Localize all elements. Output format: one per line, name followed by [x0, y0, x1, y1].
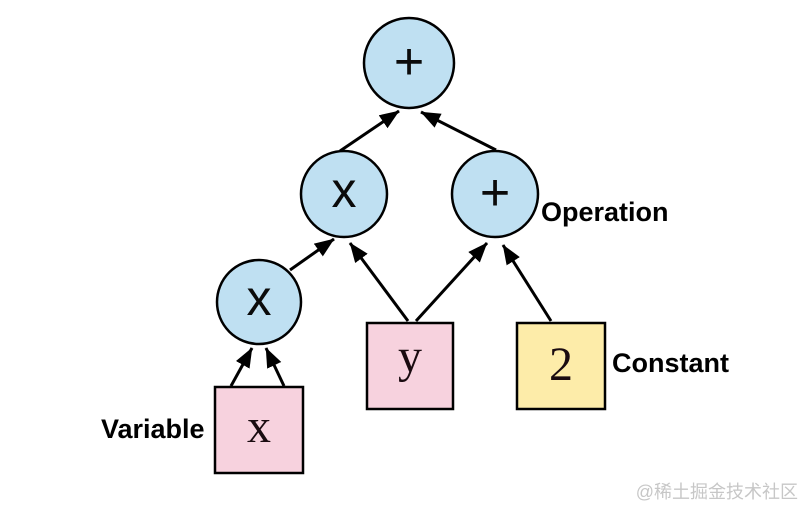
var-y-label: y [398, 330, 422, 383]
constant-annotation: Constant [612, 348, 729, 378]
root-plus-circle [362, 16, 456, 110]
edge-var-y-to-add [414, 241, 489, 323]
node-mul-lower: x [215, 258, 303, 346]
add-right-circle [450, 149, 540, 239]
const-2-square [515, 321, 607, 411]
node-mul-upper: x [299, 149, 389, 239]
watermark: @稀土掘金技术社区 [636, 482, 798, 502]
operation-annotation: Operation [541, 197, 669, 227]
edge-var-x-to-mul-lower-right [264, 347, 286, 387]
variable-annotation: Variable [101, 414, 205, 444]
mul-lower-circle [215, 258, 303, 346]
edge-var-x-to-mul-lower-left [229, 347, 254, 387]
mul-lower-label: x [247, 270, 272, 326]
var-y-square [365, 321, 455, 411]
mul-upper-circle [299, 149, 389, 239]
edge-mul-lower-to-mul-upper [289, 237, 335, 272]
const-2-label: 2 [549, 338, 573, 391]
edge-add-to-root [420, 110, 497, 152]
node-const-2: 2 [515, 321, 607, 411]
node-add-right: + [450, 149, 540, 239]
node-root-plus: + [362, 16, 456, 110]
root-plus-label: + [394, 33, 424, 91]
node-var-x: x [213, 385, 305, 475]
var-x-label: x [247, 400, 271, 453]
var-x-square [213, 385, 305, 475]
node-var-y: y [365, 321, 455, 411]
add-right-label: + [480, 164, 510, 222]
edge-var-y-to-mul-upper [348, 242, 410, 322]
edge-const-2-to-add [501, 244, 553, 322]
edge-mul-upper-to-root [339, 109, 400, 153]
mul-upper-label: x [332, 162, 357, 218]
